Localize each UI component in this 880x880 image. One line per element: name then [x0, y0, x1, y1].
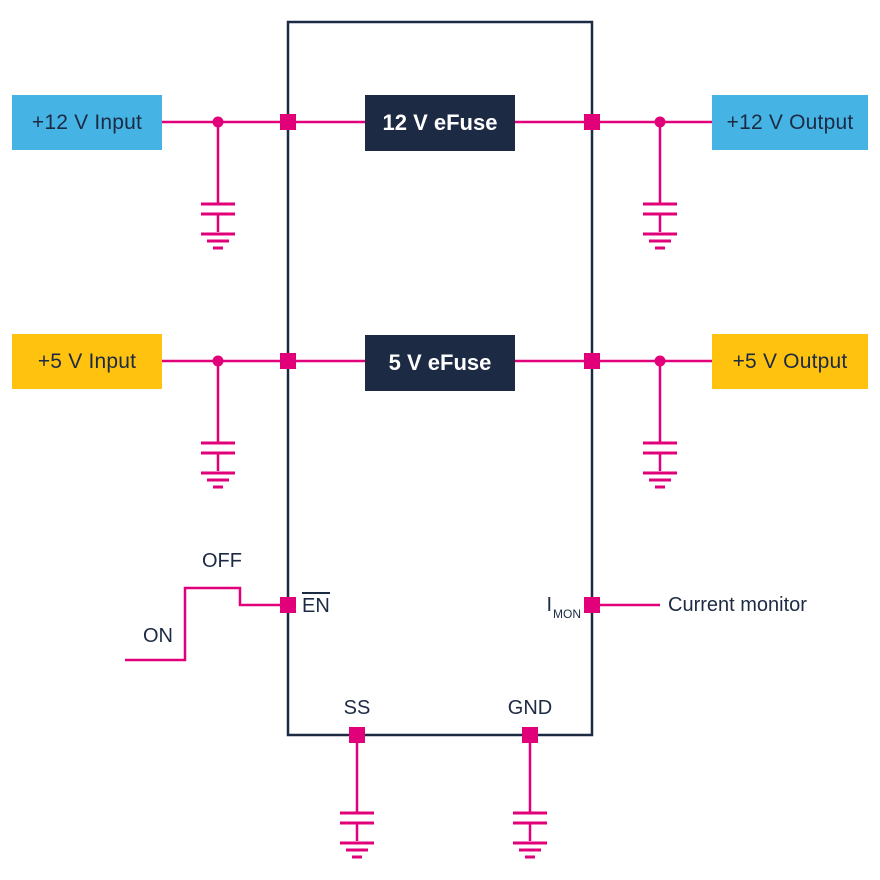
- junction-dot-5v-output: [654, 355, 666, 367]
- current-monitor-label: Current monitor: [668, 594, 807, 616]
- junction-dot-12v-output: [654, 116, 666, 128]
- pin-5v-in: [280, 353, 296, 369]
- input-5v-label: +5 V Input: [37, 349, 137, 373]
- gnd-pin-label: GND: [507, 697, 553, 719]
- efuse-5v-block: 5 V eFuse: [365, 335, 515, 391]
- pin-12v-in: [280, 114, 296, 130]
- junction-dot-5v-input: [212, 355, 224, 367]
- capacitor-12v-input: [201, 122, 235, 250]
- output-5v-label: +5 V Output: [732, 349, 848, 373]
- ss-pin-label: SS: [343, 697, 371, 719]
- output-12v-box: +12 V Output: [712, 95, 868, 150]
- junction-dot-12v-input: [212, 116, 224, 128]
- en-pin-label: EN: [302, 592, 330, 618]
- capacitor-12v-output: [643, 122, 677, 250]
- output-5v-box: +5 V Output: [712, 334, 868, 389]
- input-12v-label: +12 V Input: [31, 110, 143, 134]
- input-12v-box: +12 V Input: [12, 95, 162, 150]
- capacitor-ss: [340, 735, 374, 859]
- pin-gnd: [522, 727, 538, 743]
- en-waveform: [125, 586, 288, 662]
- pin-imon: [584, 597, 600, 613]
- pin-ss: [349, 727, 365, 743]
- output-12v-label: +12 V Output: [726, 110, 854, 134]
- capacitor-5v-input: [201, 361, 235, 489]
- efuse-12v-label: 12 V eFuse: [382, 110, 498, 135]
- efuse-12v-block: 12 V eFuse: [365, 95, 515, 151]
- imon-pin-label: IMON: [546, 594, 581, 621]
- ic-outline: [286, 20, 594, 737]
- on-label: ON: [143, 625, 173, 647]
- capacitor-5v-output: [643, 361, 677, 489]
- capacitor-gnd: [513, 735, 547, 859]
- pin-5v-out: [584, 353, 600, 369]
- imon-subscript: MON: [553, 607, 581, 621]
- input-5v-box: +5 V Input: [12, 334, 162, 389]
- efuse-5v-label: 5 V eFuse: [388, 350, 492, 375]
- pin-12v-out: [584, 114, 600, 130]
- pin-en: [280, 597, 296, 613]
- off-label: OFF: [202, 550, 242, 572]
